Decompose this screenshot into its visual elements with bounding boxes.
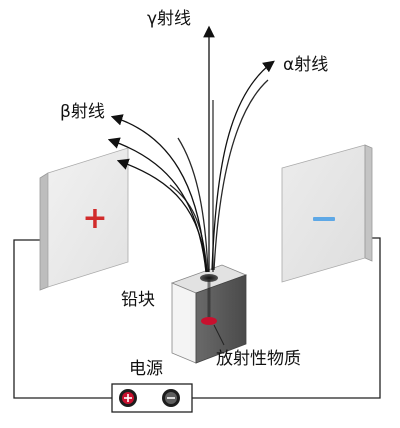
beta-ray-path-3 <box>116 158 208 273</box>
radioactive-material-label: 放射性物质 <box>216 349 301 369</box>
power-source-label: 电源 <box>129 359 163 379</box>
alpha-ray-label: α射线 <box>283 55 329 75</box>
plus-circle-icon <box>119 389 137 407</box>
radioactive-material-leader <box>213 324 225 346</box>
gamma-ray-label: γ射线 <box>147 9 192 29</box>
alpha-ray-path-1 <box>211 60 275 271</box>
beta-ray-path-4 <box>169 184 208 273</box>
minus-circle-icon <box>162 389 180 407</box>
beta-ray-path-5 <box>177 137 209 273</box>
power-source <box>111 383 193 413</box>
radiation-rays <box>107 25 275 273</box>
left-plate-positive <box>39 147 129 291</box>
wire-left <box>13 239 112 399</box>
beta-ray-label: β射线 <box>60 102 105 122</box>
right-plate-negative <box>281 144 373 283</box>
alpha-ray-path-2 <box>213 79 269 271</box>
right-plate-sign <box>313 217 335 221</box>
lead-block-label: 铅块 <box>121 290 155 310</box>
left-plate-sign: + <box>82 201 107 236</box>
lead-block-opening <box>200 274 218 282</box>
lead-block <box>170 264 248 364</box>
radioactive-material-sample <box>201 317 217 325</box>
